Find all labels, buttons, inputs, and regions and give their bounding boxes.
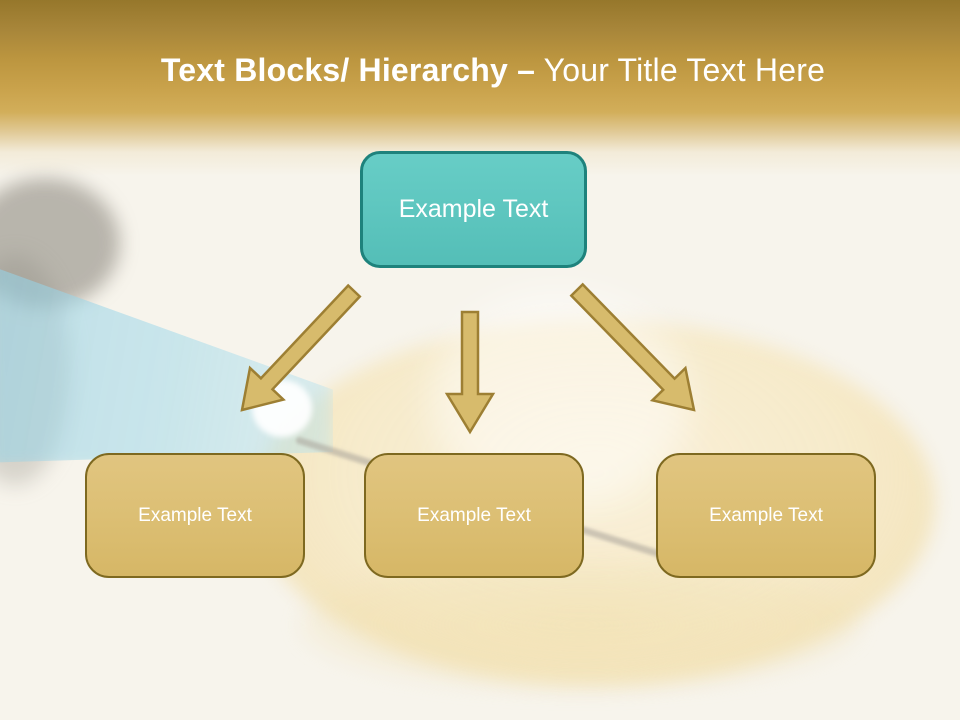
hierarchy-root-box: Example Text xyxy=(360,151,587,268)
child-box-3-label: Example Text xyxy=(709,504,823,526)
down-left-arrow xyxy=(240,283,362,412)
child-box-2-label: Example Text xyxy=(417,504,531,526)
down-right-arrow xyxy=(569,282,696,412)
down-arrow xyxy=(444,310,496,435)
hierarchy-child-box-3: Example Text xyxy=(656,453,876,578)
hierarchy-child-box-2: Example Text xyxy=(364,453,584,578)
petri-dish-rim-photo-shape xyxy=(300,560,860,690)
root-box-label: Example Text xyxy=(398,195,549,223)
hierarchy-child-box-1: Example Text xyxy=(85,453,305,578)
child-box-1-label: Example Text xyxy=(138,504,252,526)
